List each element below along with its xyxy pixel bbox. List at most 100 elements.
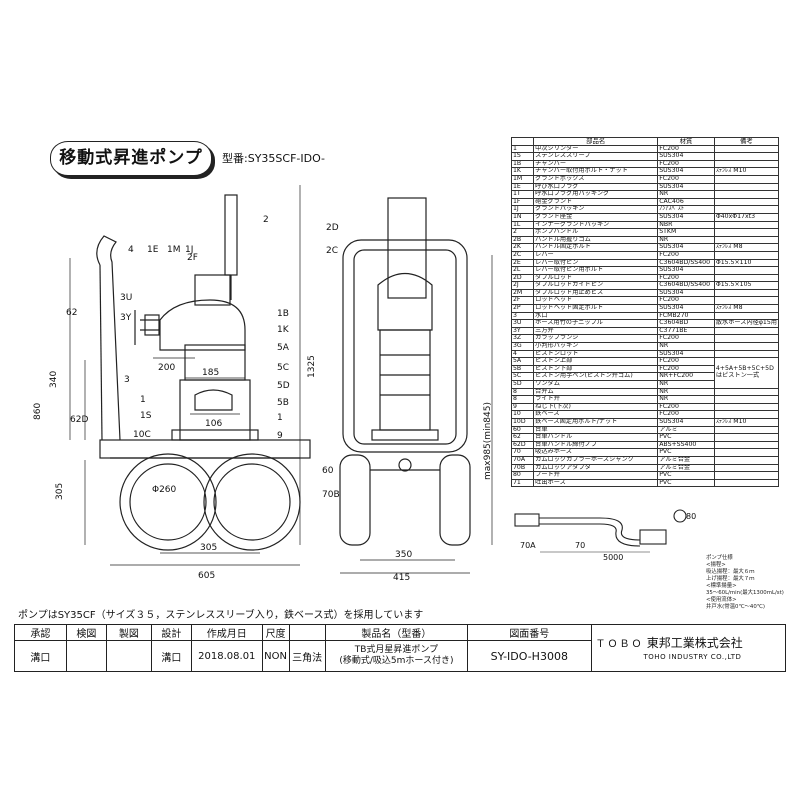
parts-cell: チャンバー取付用ボルト・ナット [533,167,659,176]
parts-cell: 1J [510,205,535,214]
parts-cell: 2F [510,296,535,306]
company-name: 東邦工業株式会社 [646,636,743,650]
label-1K: 1K [277,325,290,335]
parts-cell: 1N [510,212,535,222]
parts-cell: SUS304 [657,212,715,222]
col-part-name: 部品名 [533,137,659,146]
parts-cell [713,478,780,488]
header-check: 検図 [65,624,107,641]
parts-cell: ステンレススリーブ [533,152,659,161]
wheel-right-shape [203,453,301,551]
parts-cell: 3G [510,342,535,351]
value-date: 2018.08.01 [190,640,263,672]
spec-line: <揚程> [706,562,726,568]
parts-cell: SUS304 [657,288,715,298]
coupler-70A-shape [514,513,540,527]
label-62: 62 [66,308,77,318]
chamber-side-shape [377,273,433,331]
hose-length: 5000 [603,553,623,562]
header-drawing-number: 図面番号 [467,624,592,641]
parts-cell: ねじ下(下次) [533,402,659,412]
parts-cell: 2K [510,243,535,252]
parts-cell: 1E [510,182,535,192]
label-1: 1 [140,395,146,405]
dim-350: 350 [395,550,412,560]
cart-base-shape [99,439,311,459]
label-80: 80 [686,512,696,521]
cart-frame-shape [342,239,468,453]
parts-cell: グランド座金 [533,212,659,222]
parts-cell: FCMB270 [657,311,715,321]
parts-cell: 3 [510,311,535,321]
label-5C: 5C [277,363,289,373]
parts-cell: ピストン用芋ペン(ピストン弁ゴム) [533,372,659,381]
parts-cell [713,326,780,336]
parts-cell [713,448,780,457]
header-product-name: 製品名（型番） [324,624,469,641]
label-70B: 70B [322,490,340,500]
parts-cell: PVC [657,448,715,457]
parts-cell: 1L [510,220,535,230]
spec-line: 吸込揚程：最大６ｍ [706,569,755,575]
parts-cell [713,440,780,450]
parts-cell [713,235,780,245]
parts-cell: 水口 [533,311,659,321]
parts-cell: アルミ合金 [657,463,715,473]
parts-cell [713,433,780,442]
parts-cell: 8 [510,387,535,397]
parts-cell [713,174,780,184]
parts-cell: C3604BD/SS400 [657,258,715,268]
parts-cell: 4 [510,349,535,359]
parts-cell [713,334,780,344]
label-3U: 3U [120,293,132,303]
dim-605: 605 [198,571,215,581]
dim-106: 106 [205,419,222,429]
parts-cell: 散水ホース内径φ15用 [713,319,780,328]
parts-cell: ポンプハンドル [533,228,659,237]
label-2D: 2D [326,223,339,233]
parts-cell: PVC [657,433,715,442]
parts-cell: 中次シリンダー [533,144,659,154]
parts-cell: 合弁ム [533,387,659,397]
parts-cell: ｽﾃﾝﾚｽ M8 [713,243,780,252]
parts-cell: SUS304 [657,182,715,192]
parts-cell: SUS304 [657,349,715,359]
parts-cell: カラップランジ [533,334,659,344]
col-material: 材質 [657,137,715,146]
parts-cell: 三方弁 [533,326,659,336]
label-70A: 70A [520,541,536,550]
label-1B: 1B [277,309,289,319]
parts-cell: PVC [657,478,715,488]
parts-cell [713,311,780,321]
parts-cell [713,220,780,230]
parts-cell: 5B [510,364,535,374]
parts-cell: ピストン下部 [533,364,659,374]
parts-cell: カムロックカプラーホースシャンク [533,455,659,465]
parts-cell: ﾉﾝｱｽﾍﾞｽﾄ [657,205,715,214]
parts-cell: STKM [657,228,715,237]
parts-cell: FC200 [657,364,715,374]
parts-cell: 2E [510,258,535,268]
parts-cell: 2J [510,281,535,290]
front-view-drawing: 2 2F 4 1E 1M 1J 3U 3Y 62 3 1B 1K 5A 5C 5… [33,185,340,581]
parts-cell: ホース用竹の子ニップル [533,319,659,328]
dim-diameter-260: Φ260 [152,485,177,495]
parts-cell: ハンドル用握りゴム [533,235,659,245]
label-5A: 5A [277,343,290,353]
label-3: 3 [124,375,130,385]
parts-cell [713,228,780,237]
parts-cell: レバー取付ピン [533,258,659,268]
parts-cell: グランドパッキン [533,205,659,214]
